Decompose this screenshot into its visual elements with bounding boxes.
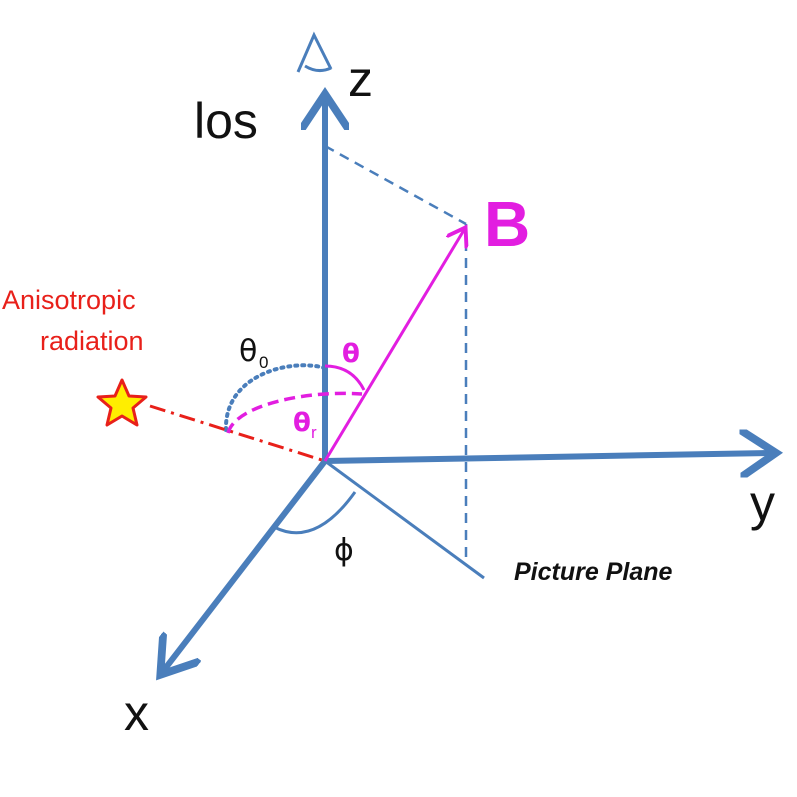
theta-r-arc [226, 391, 363, 434]
theta-r-label: θ r [293, 408, 317, 442]
theta0-subscript: 0 [259, 353, 268, 372]
y-axis [324, 453, 770, 461]
theta0-symbol: θ [239, 334, 257, 369]
theta-r-symbol: θ [293, 408, 311, 438]
radiation-label-line1: Anisotropic [2, 285, 136, 315]
theta-arc [324, 364, 366, 391]
theta-r-subscript: r [311, 423, 317, 442]
b-vector [323, 230, 464, 462]
phi-label: ϕ [334, 533, 354, 568]
eye-icon [296, 31, 333, 73]
theta0-label: θ 0 [239, 334, 268, 372]
los-label: los [194, 93, 258, 149]
x-axis-label: x [124, 685, 149, 741]
picture-plane-line [324, 459, 485, 580]
b-vector-label: B [484, 188, 530, 260]
radiation-label-line2: radiation [40, 326, 144, 356]
z-axis-label: z [348, 51, 373, 107]
star-icon [96, 378, 148, 427]
picture-plane-label: Picture Plane [514, 558, 672, 586]
y-axis-label: y [750, 475, 775, 531]
theta-label: θ [342, 339, 360, 369]
theta0-arc [223, 363, 327, 432]
phi-arc [273, 491, 357, 535]
projection-line-top [324, 144, 467, 226]
x-axis [164, 459, 328, 670]
